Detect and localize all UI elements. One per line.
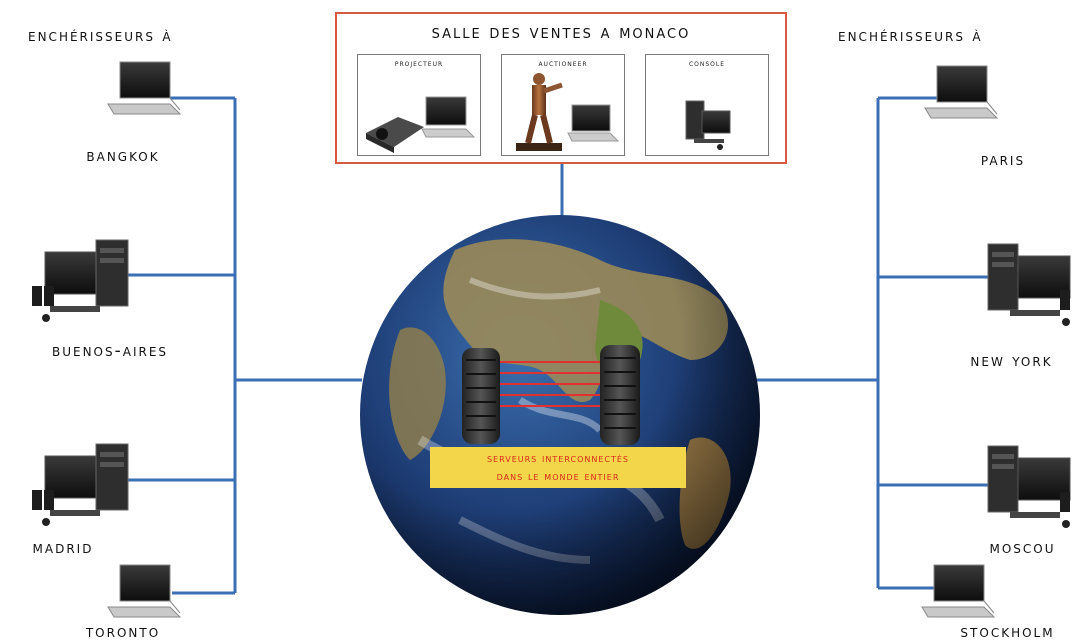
console-panel: Console: [645, 54, 769, 156]
city-label-stockholm: Stockholm: [960, 622, 1055, 642]
panel-label: Projecteur: [394, 59, 444, 69]
laptop-icon: [107, 564, 182, 618]
server-caption: Serveurs interconnectés dans le monde en…: [430, 447, 686, 488]
panel-label: auctioneer: [538, 59, 588, 69]
city-label-toronto: Toronto: [85, 622, 161, 642]
desktop-computer-icon: [685, 100, 731, 150]
city-label-buenos-aires: Buenos-Aires: [51, 341, 169, 361]
city-label-moscou: Moscou: [989, 538, 1056, 558]
desktop-computer-icon: [987, 243, 1071, 326]
city-label-paris: Paris: [980, 150, 1026, 170]
connector-lines: [128, 96, 992, 595]
right-heading: Enchérisseurs à: [838, 26, 983, 46]
laptop-icon: [107, 61, 182, 115]
left-heading: Enchérisseurs à: [28, 26, 173, 46]
earth-globe-icon: [360, 215, 760, 615]
auctioneer-statue-icon: [516, 73, 620, 151]
server-links: [500, 361, 600, 407]
desktop-computer-icon: [32, 443, 129, 526]
server-drum-icon: [600, 345, 640, 445]
desktop-computer-icon: [987, 445, 1071, 528]
city-label-madrid: Madrid: [32, 538, 94, 558]
server-caption-line2: dans le monde entier: [496, 469, 620, 483]
city-label-bangkok: Bangkok: [86, 146, 160, 166]
server-drum-icon: [462, 348, 500, 444]
city-label-new-york: New York: [970, 351, 1053, 371]
laptop-icon: [924, 65, 999, 119]
desktop-computer-icon: [32, 239, 129, 322]
auctioneer-panel: auctioneer: [501, 54, 625, 156]
laptop-icon: [921, 564, 996, 618]
projector-icon: [366, 96, 476, 153]
auction-hall: Salle des Ventes a Monaco Projecteur auc…: [335, 12, 787, 164]
panel-label: Console: [688, 59, 726, 69]
server-caption-line1: Serveurs interconnectés: [486, 451, 630, 465]
auction-hall-title: Salle des Ventes a Monaco: [431, 22, 691, 43]
projector-panel: Projecteur: [357, 54, 481, 156]
